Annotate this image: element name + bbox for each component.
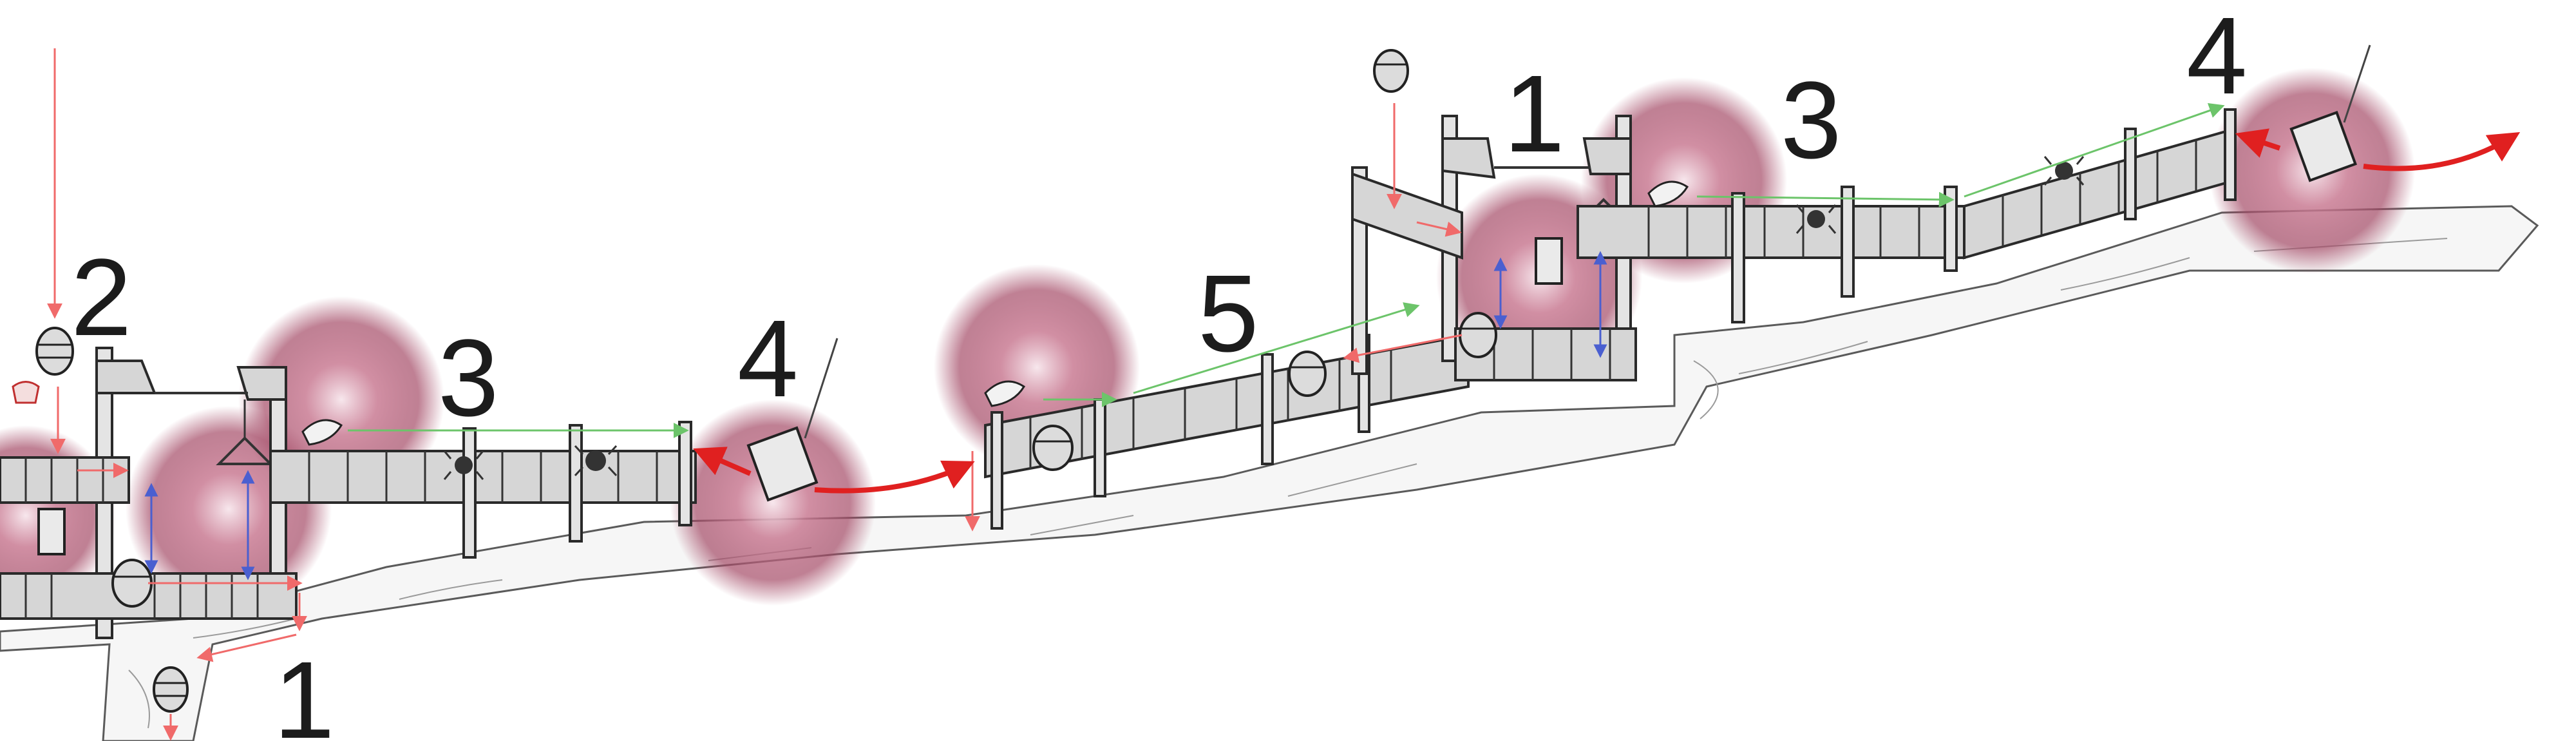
bell-icon [12, 381, 40, 404]
vulture-icon [984, 380, 1026, 407]
ramp-post [2124, 128, 2137, 220]
move-arrow [1416, 221, 1462, 237]
glow-zone [670, 399, 876, 606]
hanging-cage-icon [2289, 44, 2371, 182]
swing-arrow [2363, 131, 2521, 171]
flight-path-arrow [1696, 191, 1955, 207]
hanging-cage-icon [746, 338, 838, 502]
step-label: 3 [1781, 59, 1842, 182]
barrel-icon [1373, 49, 1409, 93]
spider-icon [1795, 204, 1837, 234]
vulture-icon [1647, 180, 1689, 207]
ramp-post [2224, 108, 2237, 201]
bridge-post [1731, 192, 1745, 323]
spider-icon [574, 445, 618, 477]
wooden-platform [0, 456, 130, 504]
ramp-post [1261, 353, 1274, 465]
vulture-icon [301, 419, 343, 446]
step-label: 2 [71, 236, 132, 359]
barrel-icon [153, 666, 189, 713]
barrel-icon [111, 559, 153, 608]
step-label: 3 [438, 317, 499, 439]
ramp-post [1094, 398, 1106, 497]
swing-arrow [693, 447, 752, 476]
barrel-icon [1032, 425, 1074, 471]
step-label: 4 [2186, 0, 2248, 117]
barrel-icon [1288, 351, 1327, 397]
swing-arrow [2235, 128, 2281, 158]
swing-arrow [814, 460, 975, 494]
spider-icon [2043, 156, 2085, 186]
spider-icon [443, 450, 484, 480]
ramp-post [990, 411, 1003, 530]
platform-planks [24, 457, 259, 619]
barrel-icon [1459, 312, 1497, 358]
bridge-post [678, 421, 692, 526]
bridge-post [1841, 186, 1855, 298]
flight-path-arrow [1133, 302, 1420, 394]
step-label: 1 [274, 639, 335, 741]
wooden-bridge [269, 450, 697, 504]
step-label: 1 [1504, 53, 1565, 175]
bridge-post [569, 424, 583, 543]
move-arrow [196, 633, 297, 662]
barrel-icon [35, 327, 74, 376]
flight-path-arrow [1964, 103, 2225, 198]
move-arrow [1343, 334, 1463, 363]
bridge-post [462, 427, 477, 559]
hanging-cage-icon [37, 508, 66, 555]
hanging-cage-icon [1535, 237, 1563, 285]
bridge-post [1944, 186, 1958, 272]
step-label: 4 [737, 298, 799, 420]
ramp-planks [2002, 140, 2197, 246]
ramp-planks [1029, 350, 1392, 469]
step-label: 5 [1198, 253, 1259, 375]
wooden-ramp [1351, 172, 1463, 260]
wooden-bridge [1577, 205, 1965, 259]
